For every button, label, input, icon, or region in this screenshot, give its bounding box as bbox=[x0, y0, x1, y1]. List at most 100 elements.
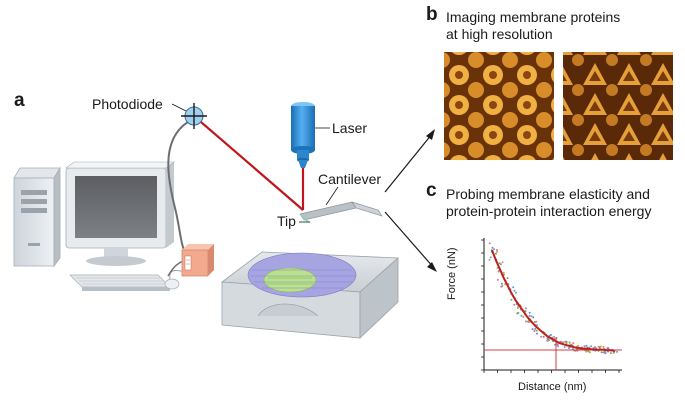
data-point bbox=[593, 346, 596, 349]
data-point bbox=[526, 320, 529, 323]
data-point bbox=[496, 278, 499, 281]
panel-c-letter: c bbox=[426, 180, 437, 201]
y-axis-label: Force (nN) bbox=[446, 247, 458, 300]
data-point bbox=[522, 315, 525, 318]
data-point bbox=[602, 345, 605, 348]
data-point bbox=[540, 335, 543, 338]
computer-tower bbox=[13, 166, 61, 268]
data-point bbox=[559, 340, 562, 343]
panel-c-title-line-1: Probing membrane elasticity and bbox=[446, 186, 650, 202]
data-point bbox=[550, 333, 552, 336]
data-point bbox=[577, 344, 579, 347]
data-point bbox=[498, 262, 501, 265]
data-point bbox=[513, 303, 516, 306]
data-point bbox=[494, 252, 497, 255]
data-point bbox=[600, 351, 603, 354]
data-point bbox=[565, 340, 568, 343]
data-point bbox=[590, 345, 593, 348]
data-point bbox=[563, 346, 566, 348]
data-point bbox=[585, 350, 588, 353]
data-point bbox=[530, 315, 533, 318]
sample-chamber bbox=[220, 251, 399, 339]
data-point bbox=[542, 335, 545, 338]
data-point bbox=[609, 352, 612, 355]
afm-image-hexagonal bbox=[444, 52, 554, 160]
laser-source-icon bbox=[291, 102, 330, 168]
computer-monitor bbox=[65, 161, 175, 266]
data-point bbox=[612, 351, 615, 354]
data-point bbox=[501, 261, 504, 264]
data-point bbox=[585, 344, 588, 347]
data-point bbox=[488, 242, 491, 245]
data-point bbox=[536, 324, 538, 327]
laser-beam bbox=[193, 115, 305, 211]
data-point bbox=[533, 330, 536, 332]
tip-label: Tip bbox=[277, 213, 296, 229]
data-point bbox=[583, 345, 586, 348]
data-point bbox=[599, 345, 602, 348]
laser-label: Laser bbox=[332, 120, 368, 136]
arrow-to-c bbox=[384, 211, 437, 272]
data-point bbox=[501, 285, 504, 287]
data-point bbox=[616, 350, 619, 353]
panel-b-letter: b bbox=[426, 4, 438, 25]
fit-curve bbox=[491, 249, 615, 352]
data-point bbox=[489, 256, 492, 259]
data-point bbox=[502, 271, 505, 274]
keyboard bbox=[69, 274, 171, 291]
data-point bbox=[515, 291, 517, 294]
data-point bbox=[535, 332, 538, 335]
data-point bbox=[604, 352, 607, 355]
data-point bbox=[512, 286, 515, 289]
axis-ticks bbox=[481, 239, 620, 373]
panel-b-title: Imaging membrane proteins at high resolu… bbox=[446, 9, 620, 43]
data-point bbox=[488, 258, 491, 261]
photodiode-icon bbox=[171, 103, 207, 129]
data-point bbox=[532, 316, 535, 319]
panel-a-letter: a bbox=[14, 90, 25, 111]
data-point bbox=[531, 328, 534, 331]
cantilever-label: Cantilever bbox=[318, 171, 382, 187]
arrow-to-b bbox=[384, 129, 435, 193]
data-point bbox=[572, 342, 575, 345]
data-point bbox=[516, 312, 519, 315]
data-point bbox=[506, 277, 509, 280]
panel-b-title-line-2: at high resolution bbox=[446, 26, 553, 42]
x-axis-label: Distance (nm) bbox=[518, 381, 587, 393]
photodiode-label: Photodiode bbox=[92, 96, 163, 112]
cantilever-icon bbox=[299, 186, 383, 224]
data-point bbox=[589, 351, 591, 354]
data-point bbox=[534, 327, 537, 330]
data-points bbox=[488, 242, 619, 355]
data-point bbox=[510, 298, 513, 301]
force-chart bbox=[481, 238, 622, 373]
panel-c-title-line-2: protein-protein interaction energy bbox=[446, 203, 652, 219]
data-point bbox=[520, 314, 523, 317]
data-point bbox=[553, 335, 556, 338]
data-point bbox=[533, 320, 536, 323]
data-point bbox=[496, 250, 498, 253]
afm-image-triangular bbox=[563, 52, 673, 160]
data-point bbox=[516, 307, 519, 309]
data-point bbox=[557, 345, 560, 348]
data-point bbox=[602, 351, 605, 354]
membrane-patch bbox=[247, 252, 357, 298]
data-point bbox=[493, 248, 495, 251]
data-point bbox=[547, 338, 550, 341]
data-point bbox=[562, 341, 565, 344]
data-point bbox=[513, 289, 516, 292]
data-point bbox=[525, 307, 527, 310]
data-point bbox=[495, 249, 498, 251]
data-point bbox=[587, 350, 590, 353]
data-point bbox=[491, 246, 494, 249]
panel-c-title: Probing membrane elasticity and protein-… bbox=[446, 186, 651, 220]
data-point bbox=[500, 282, 503, 285]
data-point bbox=[528, 314, 531, 317]
data-point bbox=[528, 311, 531, 314]
controller-box bbox=[181, 244, 214, 277]
panel-b-title-line-1: Imaging membrane proteins bbox=[446, 9, 621, 25]
data-point bbox=[525, 320, 527, 323]
data-point bbox=[535, 329, 538, 332]
